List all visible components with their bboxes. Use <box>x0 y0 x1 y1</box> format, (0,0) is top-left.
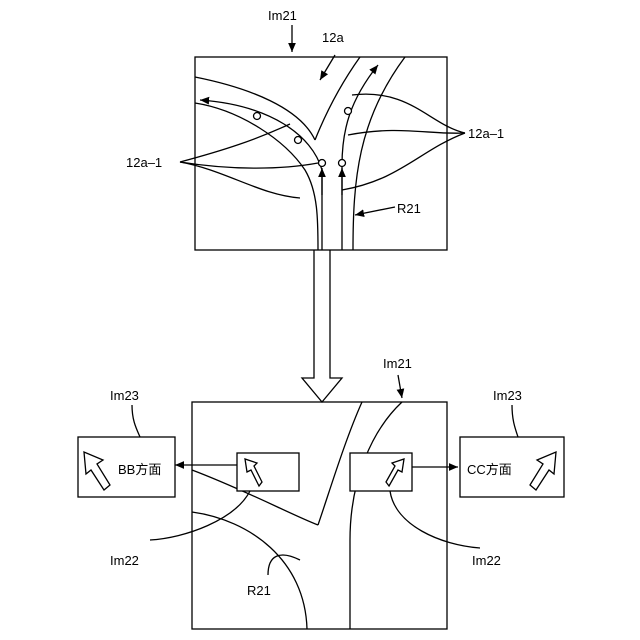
branch-label-left: 12a–1 <box>126 155 162 170</box>
top-panel-id: Im21 <box>268 8 297 23</box>
waypoint <box>254 113 261 120</box>
r21-leader-top <box>355 207 395 215</box>
road-edge <box>195 77 315 140</box>
road-ref-label: 12a <box>322 30 344 45</box>
road-label-bottom: R21 <box>247 583 271 598</box>
branch-label-right: 12a–1 <box>468 126 504 141</box>
im22-leader-right <box>390 491 480 548</box>
road-edge <box>353 57 405 250</box>
transition-arrow <box>302 250 342 402</box>
leader-line <box>180 124 290 162</box>
waypoint <box>319 160 326 167</box>
road-edge <box>315 57 360 140</box>
waypoint <box>295 137 302 144</box>
im23-leader-right <box>512 405 518 437</box>
leader-line <box>352 94 465 133</box>
lane-guide-left <box>200 100 322 250</box>
inset-right <box>350 453 412 491</box>
im22-leader-left <box>150 491 250 540</box>
waypoint <box>345 108 352 115</box>
road-ref-leader <box>320 55 335 80</box>
road-edge <box>195 103 318 250</box>
r21-leader-bottom <box>268 555 300 575</box>
inset-label-right: Im22 <box>472 553 501 568</box>
left-sign-id: Im23 <box>110 388 139 403</box>
road-edge <box>192 512 307 629</box>
inset-label-left: Im22 <box>110 553 139 568</box>
cc-sign-arrow-icon <box>530 452 556 490</box>
left-sign-text: BB方面 <box>118 462 161 477</box>
right-sign-id: Im23 <box>493 388 522 403</box>
bottom-panel-frame <box>192 402 447 629</box>
waypoint <box>339 160 346 167</box>
road-edge <box>350 402 402 629</box>
inset-left <box>237 453 299 491</box>
bottom-panel-id: Im21 <box>383 356 412 371</box>
road-label-top: R21 <box>397 201 421 216</box>
im21-leader-bottom <box>398 375 402 398</box>
right-sign-text: CC方面 <box>467 462 512 477</box>
bb-sign-arrow-icon <box>84 452 110 490</box>
im23-leader-left <box>132 405 140 437</box>
